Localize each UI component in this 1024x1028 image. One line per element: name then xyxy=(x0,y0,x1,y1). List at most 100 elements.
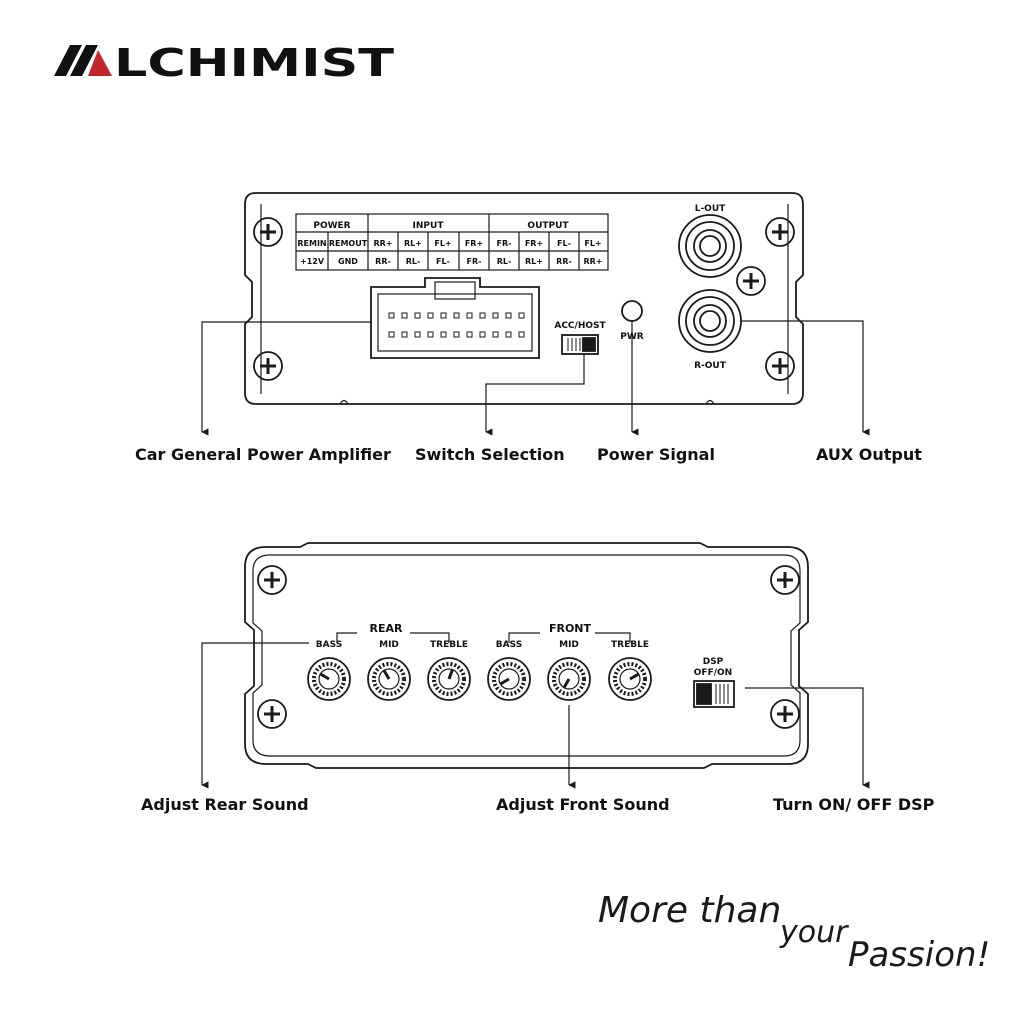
screw-icon xyxy=(257,565,287,595)
power-led-icon xyxy=(621,300,643,322)
terminal-cell: FL+ xyxy=(584,239,601,248)
screw-icon xyxy=(765,217,795,247)
l-out-label: L-OUT xyxy=(695,204,726,214)
slogan-line3: Passion! xyxy=(848,935,990,975)
connector-pin xyxy=(518,331,525,338)
terminal-cell: FL- xyxy=(436,257,450,266)
knob-label: TREBLE xyxy=(430,640,468,650)
terminal-cell: RL+ xyxy=(404,239,422,248)
connector-pin xyxy=(427,331,434,338)
brand-logo: LCHIMIST xyxy=(54,41,394,85)
connector-pin xyxy=(479,331,486,338)
l-out-rca-jack xyxy=(678,214,742,278)
front-treble-knob[interactable] xyxy=(608,657,652,701)
terminal-cell: RR- xyxy=(556,257,572,266)
connector-pin xyxy=(401,312,408,319)
connector-pin xyxy=(453,331,460,338)
acc-host-label: ACC/HOST xyxy=(554,321,606,331)
connector-pin xyxy=(388,331,395,338)
rear-bass-knob[interactable] xyxy=(307,657,351,701)
screw-icon xyxy=(257,699,287,729)
callout-adjust-front: Adjust Front Sound xyxy=(496,795,670,814)
terminal-cell: FR+ xyxy=(525,239,543,248)
rear-panel-outer xyxy=(244,542,809,769)
callout-switch-selection: Switch Selection xyxy=(415,445,565,464)
dsp-label-line2: OFF/ON xyxy=(694,668,732,678)
front-panel xyxy=(244,192,804,405)
connector-pin xyxy=(505,331,512,338)
terminal-cell: RL- xyxy=(497,257,512,266)
callout-power-signal: Power Signal xyxy=(597,445,715,464)
front-bass-knob[interactable] xyxy=(487,657,531,701)
knob-label: MID xyxy=(379,640,399,650)
connector-pin xyxy=(440,312,447,319)
knob-pointer xyxy=(382,669,391,680)
r-out-rca-jack xyxy=(678,289,742,353)
connector-pin xyxy=(440,331,447,338)
front-callout-leaders xyxy=(201,320,870,436)
harness-connector xyxy=(370,277,540,359)
terminal-table xyxy=(295,213,609,271)
slogan-line2: your xyxy=(779,915,849,950)
table-header-power: POWER xyxy=(313,221,350,231)
knob-label: TREBLE xyxy=(611,640,649,650)
terminal-cell: FL+ xyxy=(434,239,451,248)
terminal-cell: FR- xyxy=(467,257,482,266)
connector-pin xyxy=(414,312,421,319)
acc-host-switch[interactable] xyxy=(561,334,599,355)
connector-pin xyxy=(414,331,421,338)
r-out-label: R-OUT xyxy=(694,361,727,371)
terminal-cell: RR- xyxy=(375,257,391,266)
screw-icon xyxy=(770,699,800,729)
connector-pin xyxy=(505,312,512,319)
front-mid-knob[interactable] xyxy=(547,657,591,701)
connector-pin xyxy=(492,331,499,338)
knob-label: MID xyxy=(559,640,579,650)
connector-pin xyxy=(427,312,434,319)
terminal-cell: REMIN xyxy=(297,239,326,248)
brand-name: LCHIMIST xyxy=(114,41,394,85)
rear-callout-leaders xyxy=(201,642,870,789)
terminal-cell: RL+ xyxy=(525,257,543,266)
callout-car-amplifier: Car General Power Amplifier xyxy=(135,445,391,464)
connector-pin xyxy=(466,312,473,319)
terminal-cell: RR+ xyxy=(373,239,392,248)
callout-aux-output: AUX Output xyxy=(816,445,922,464)
terminal-cell: FL- xyxy=(557,239,571,248)
logo-mark-icon xyxy=(54,45,112,76)
connector-pin xyxy=(453,312,460,319)
knob-pointer xyxy=(629,672,640,681)
knob-pointer xyxy=(499,677,510,686)
front-group-label: FRONT xyxy=(549,622,592,635)
knob-pointer xyxy=(319,672,330,681)
terminal-cell: REMOUT xyxy=(329,239,368,248)
connector-pin xyxy=(466,331,473,338)
rear-panel xyxy=(244,542,809,769)
dsp-label-line1: DSP xyxy=(703,657,724,667)
terminal-cell: +12V xyxy=(300,257,325,266)
connector-pin xyxy=(388,312,395,319)
rear-panel-labels: REAR FRONT BASS MID TREBLE BASS MID TREBLE DS… xyxy=(316,622,732,678)
screw-icon xyxy=(736,266,766,296)
knob-pointer xyxy=(447,669,454,680)
screw-icon xyxy=(770,565,800,595)
front-panel-body xyxy=(244,192,804,405)
rear-group-label: REAR xyxy=(370,622,403,635)
callout-dsp-toggle: Turn ON/ OFF DSP xyxy=(773,795,935,814)
knob-label: BASS xyxy=(316,640,342,650)
rear-treble-knob[interactable] xyxy=(427,657,471,701)
connector-pin xyxy=(518,312,525,319)
terminal-cell: FR+ xyxy=(465,239,483,248)
rear-mid-knob[interactable] xyxy=(367,657,411,701)
dsp-switch[interactable] xyxy=(693,680,735,708)
table-header-output: OUTPUT xyxy=(527,221,569,231)
slogan: More than your Passion! xyxy=(598,890,990,975)
table-header-input: INPUT xyxy=(413,221,445,231)
terminal-cell: FR- xyxy=(497,239,512,248)
terminal-cell: RL- xyxy=(406,257,421,266)
knob-label: BASS xyxy=(496,640,522,650)
terminal-cell: GND xyxy=(338,257,358,266)
callout-adjust-rear: Adjust Rear Sound xyxy=(141,795,309,814)
knob-pointer xyxy=(562,678,571,689)
